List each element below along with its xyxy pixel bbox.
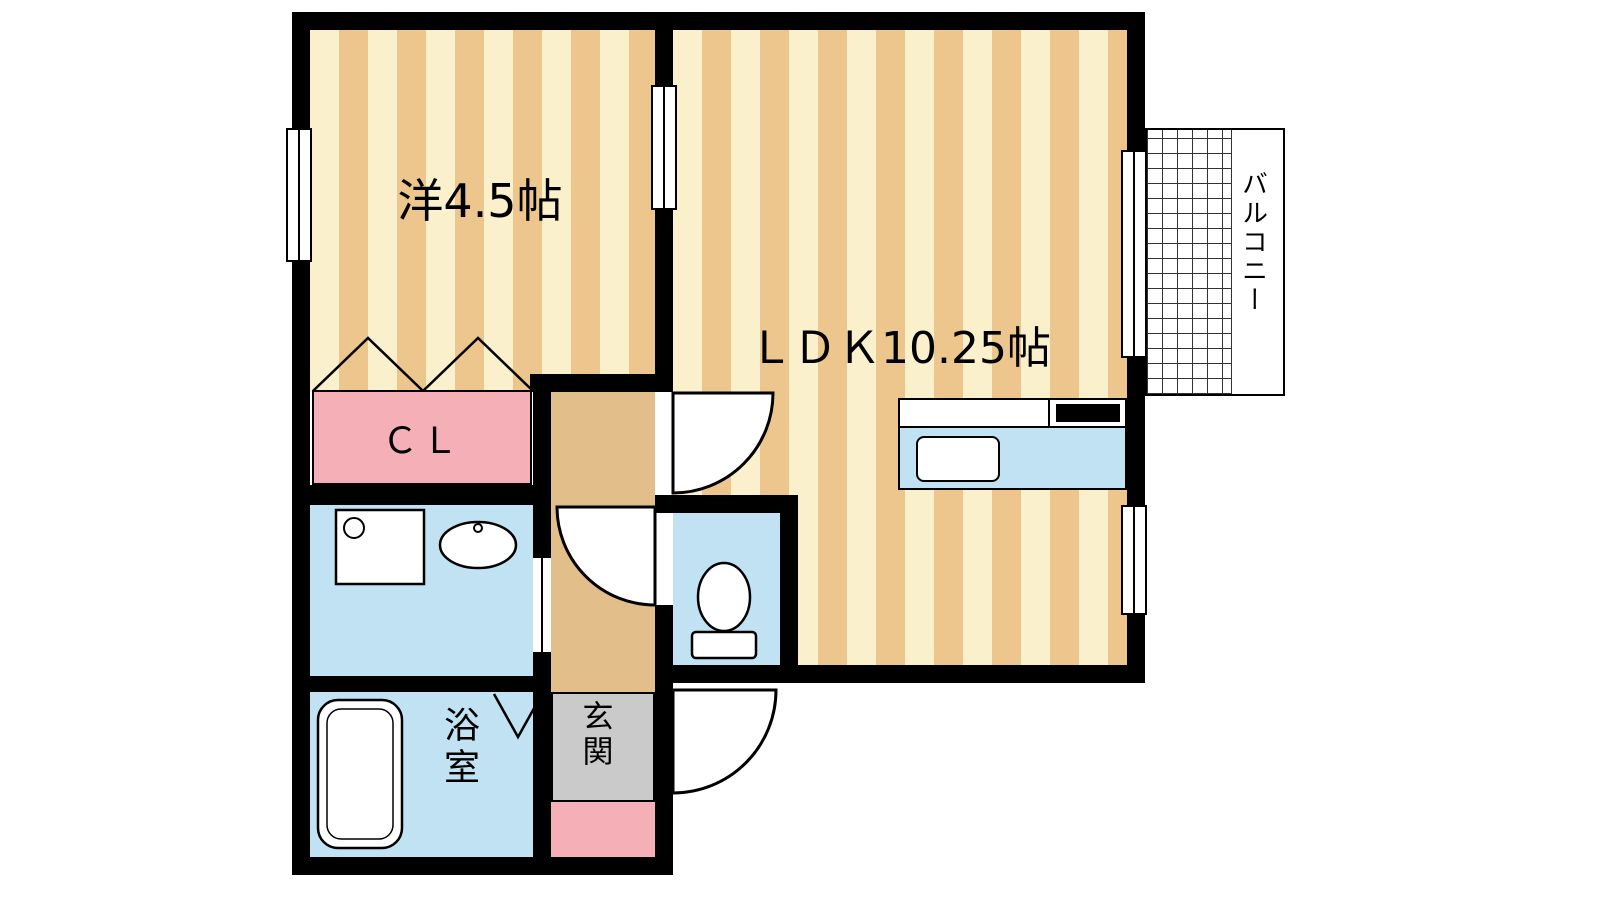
window-right-lower [1121, 505, 1147, 615]
wall-ldk-bottom [655, 665, 1145, 683]
door-swing-ldk [671, 391, 775, 495]
wall-toilet-left [655, 605, 673, 683]
ldk-label: ＬＤＫ10.25帖 [749, 323, 1051, 374]
entrance-hall-floor [551, 692, 655, 802]
kitchen-stove-top [1056, 404, 1120, 422]
wall-washroom-bath [292, 676, 551, 692]
bathtub-icon [316, 698, 404, 850]
wall-closet-washroom [292, 485, 551, 505]
bath-folding-door-icon [492, 693, 544, 740]
window-west-wall [286, 128, 312, 262]
closet-folding-door-left-icon [312, 336, 424, 392]
kitchen-worktop [898, 398, 1050, 428]
door-swing-toilet [555, 505, 657, 607]
door-swing-entrance [671, 688, 778, 795]
wall-corridor-left-upper [533, 392, 551, 558]
balcony-deck-grid [1147, 130, 1232, 394]
wall-top [292, 12, 1145, 30]
wall-closet-top [530, 374, 673, 392]
western-room-floor [310, 30, 655, 392]
closet-label: ＣＬ [381, 421, 462, 462]
kitchen-sink [916, 436, 1000, 482]
wall-toilet-top [655, 495, 798, 513]
balcony-label: バルコニー [1237, 170, 1268, 315]
wall-toilet-right [780, 495, 798, 683]
wall-bottom [292, 857, 673, 875]
washroom-sliding-door [533, 558, 551, 652]
window-divider-wall [651, 85, 677, 210]
entrance-step-floor [551, 802, 655, 857]
western-room-label: 洋4.5帖 [397, 174, 563, 228]
closet-floor [312, 390, 532, 485]
entrance-label: 玄関 [576, 700, 613, 770]
closet-folding-door-right-icon [422, 336, 534, 392]
washing-machine-pan-icon [334, 508, 426, 586]
toilet-icon [690, 561, 758, 660]
washbasin-icon [438, 520, 518, 570]
bathroom-label: 浴室 [438, 706, 479, 790]
wall-entrance-right [655, 683, 673, 875]
wall-corridor-left-lower [533, 652, 551, 875]
